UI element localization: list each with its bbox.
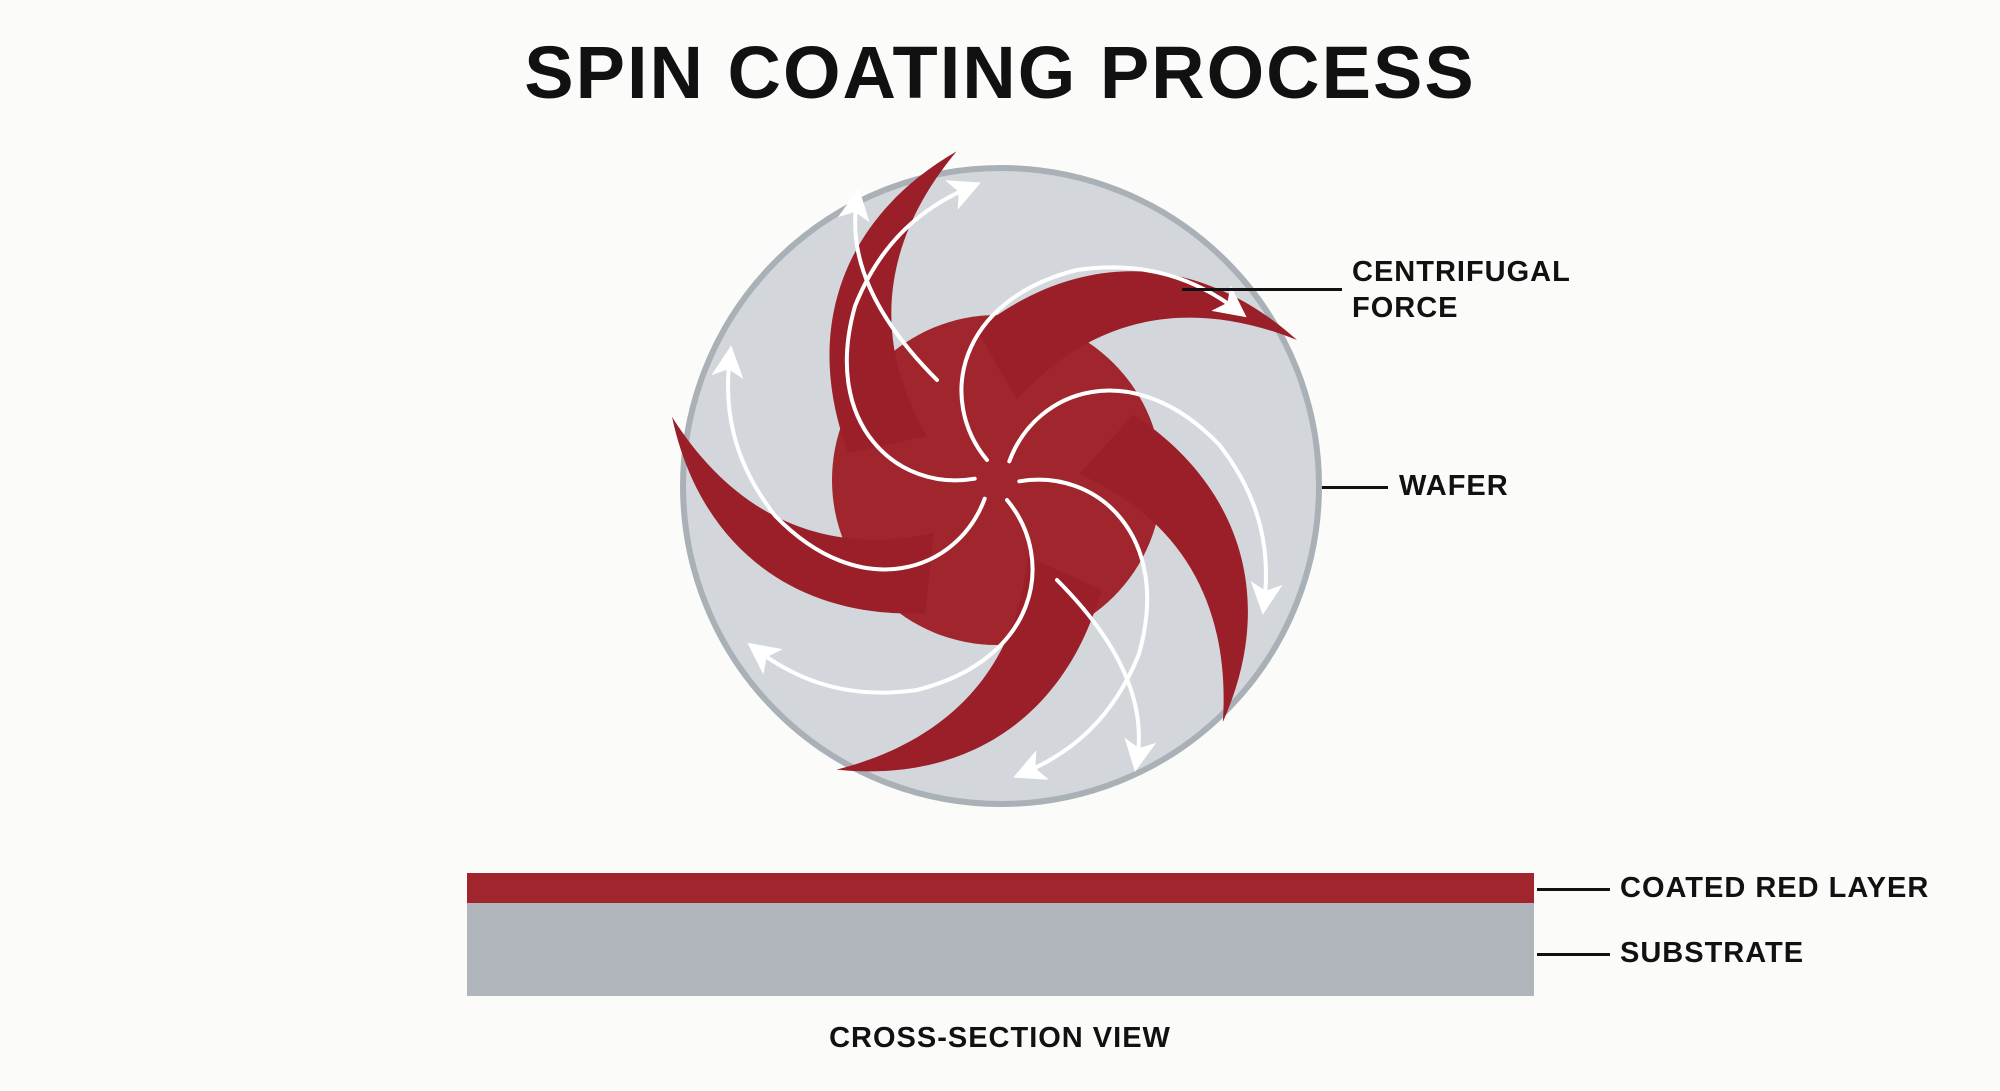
flow-arrow [711, 345, 987, 572]
flow-arrow [959, 265, 1247, 462]
coating-swirl [672, 151, 1297, 780]
flow-arrow [844, 180, 981, 483]
flow-arrow [1055, 578, 1157, 772]
coated-leader-line [1537, 888, 1610, 891]
substrate-label: SUBSTRATE [1620, 937, 1805, 969]
wafer-leader-line [1322, 486, 1388, 489]
flow-arrow [1013, 477, 1150, 780]
diagram-title: SPIN COATING PROCESS [524, 31, 1476, 114]
substrate-leader-line [1537, 953, 1610, 956]
centrifugal-label-line2: FORCE [1352, 292, 1459, 324]
wafer-label: WAFER [1399, 470, 1509, 502]
coated-red-layer [467, 873, 1534, 903]
substrate-layer [467, 903, 1534, 996]
centrifugal-label-line1: CENTRIFUGAL [1352, 256, 1571, 288]
centrifugal-force-label: CENTRIFUGAL FORCE [1352, 254, 1571, 326]
centrifugal-leader-line [1182, 288, 1342, 291]
cross-section-caption: CROSS-SECTION VIEW [829, 1022, 1171, 1054]
flow-arrow [747, 498, 1035, 695]
coated-layer-label: COATED RED LAYER [1620, 872, 1930, 904]
flow-arrow [837, 188, 939, 382]
flow-arrow [1007, 388, 1283, 615]
